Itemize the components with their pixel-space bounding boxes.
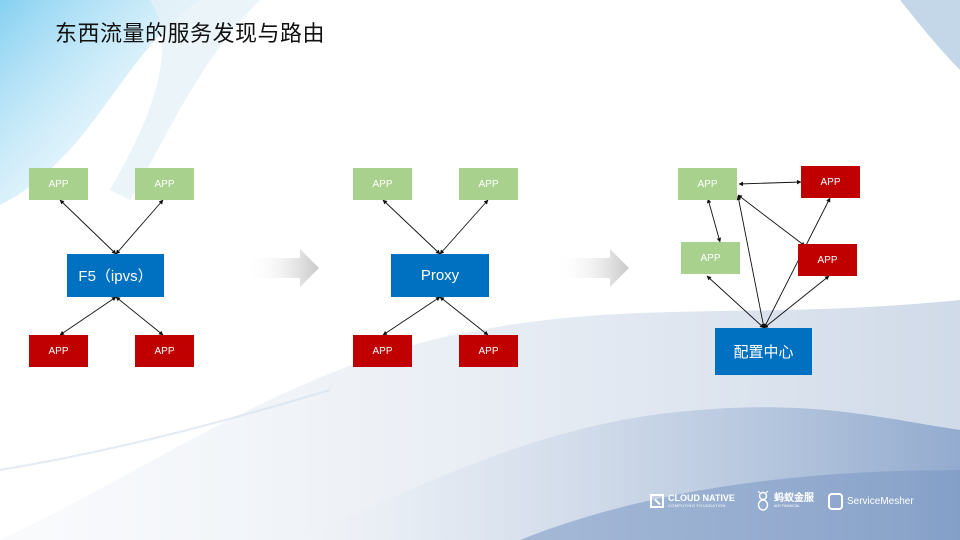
- servicemesher-logo: ServiceMesher: [828, 489, 914, 513]
- ant-icon: [757, 491, 769, 511]
- app-box-red: APP: [459, 335, 518, 367]
- f5-ipvs-box: F5（ipvs）: [67, 254, 164, 297]
- app-box-red: APP: [353, 335, 412, 367]
- app-box-green: APP: [681, 242, 740, 274]
- ant-financial-logo: 蚂蚁金服 ANT FINANCIAL: [755, 489, 814, 513]
- cncf-icon: [650, 494, 664, 508]
- app-box-green: APP: [29, 168, 88, 200]
- app-box-red: APP: [135, 335, 194, 367]
- config-center-box: 配置中心: [715, 328, 812, 375]
- app-box-red: APP: [29, 335, 88, 367]
- cncf-logo: CLOUD NATIVE COMPUTING FOUNDATION: [650, 489, 735, 513]
- servicemesher-icon: [828, 492, 843, 510]
- app-box-green: APP: [135, 168, 194, 200]
- ant-subtitle: ANT FINANCIAL: [774, 503, 801, 508]
- servicemesher-name: ServiceMesher: [847, 495, 914, 507]
- ant-name: 蚂蚁金服: [774, 492, 814, 504]
- app-box-red: APP: [798, 244, 857, 276]
- app-box-green: APP: [459, 168, 518, 200]
- slide-title: 东西流量的服务发现与路由: [55, 22, 326, 47]
- app-box-red: APP: [801, 166, 860, 198]
- app-box-green: APP: [678, 168, 737, 200]
- app-box-green: APP: [353, 168, 412, 200]
- cncf-name: CLOUD NATIVE: [668, 493, 735, 503]
- cncf-subtitle: COMPUTING FOUNDATION: [668, 503, 726, 508]
- proxy-box: Proxy: [391, 254, 489, 297]
